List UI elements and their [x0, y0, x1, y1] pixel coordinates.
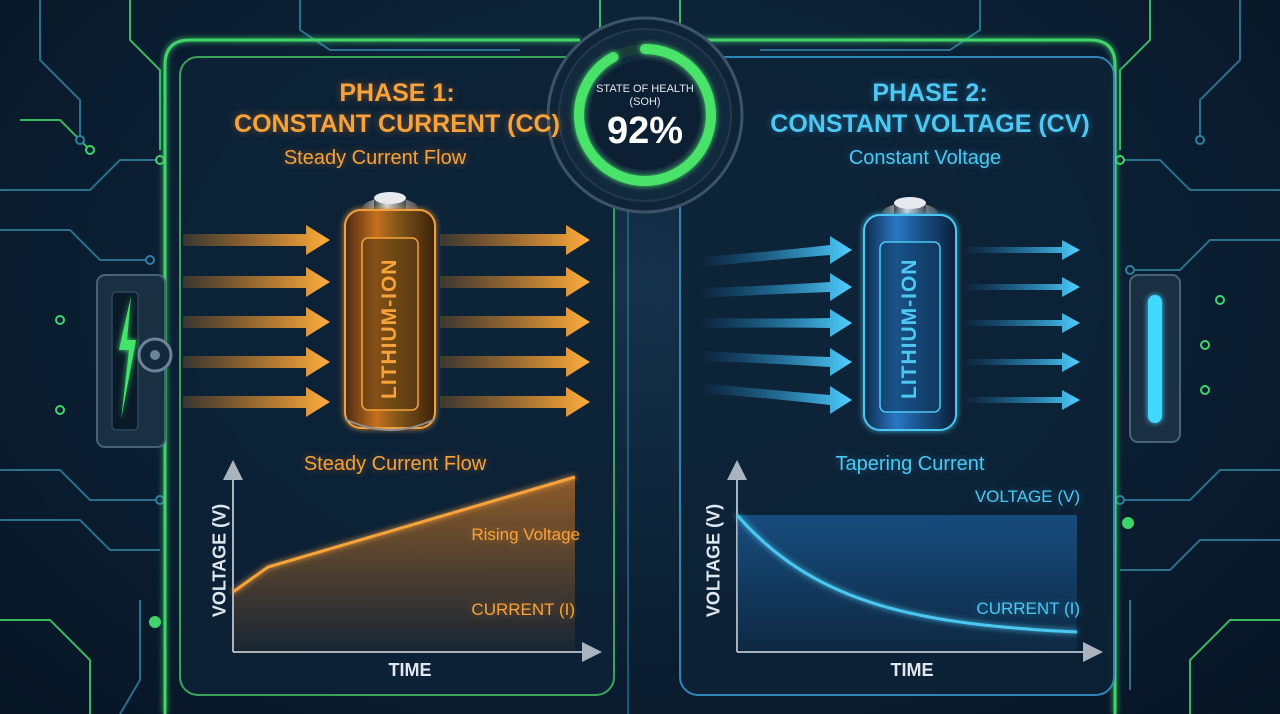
phase1-subtitle: Steady Current Flow — [283, 147, 467, 169]
phase2-title-line1: PHASE 2: — [872, 79, 988, 107]
phase2-arrow — [962, 240, 1080, 260]
phase2-arrow — [700, 348, 852, 376]
phase1-arrow — [183, 347, 330, 377]
phase2-arrow — [962, 277, 1080, 297]
phase2-arrows — [700, 236, 1080, 414]
left-charge-module — [96, 274, 173, 448]
phase2-area-fill — [737, 515, 1077, 652]
phase1-x-axis-label: TIME — [388, 660, 432, 680]
phase2-battery-label: LITHIUM-ION — [898, 258, 921, 399]
phase2-arrow — [700, 236, 852, 267]
phase1-arrow — [440, 387, 590, 417]
outer-frame-left — [163, 38, 580, 714]
phase1-arrow — [183, 307, 330, 337]
phase2-x-axis-label: TIME — [890, 660, 934, 680]
phase1-voltage-line — [232, 475, 576, 594]
phase1-chart — [223, 460, 602, 662]
phase2-battery — [863, 197, 957, 431]
phase2-current-label: CURRENT (I) — [976, 599, 1080, 618]
outer-frame-right — [700, 38, 1117, 714]
phase1-arrow — [440, 307, 590, 337]
phase1-battery — [344, 192, 436, 431]
phase2-arrow — [700, 273, 852, 301]
phase1-area-fill — [233, 477, 575, 652]
phase1-arrow — [440, 225, 590, 255]
phase2-graph-caption: Tapering Current — [835, 453, 985, 475]
phase1-battery-label: LITHIUM-ION — [378, 258, 401, 399]
phase2-arrow — [962, 313, 1080, 333]
phase1-arrows — [183, 225, 590, 417]
phase1-arrow — [440, 347, 590, 377]
soh-gauge — [546, 16, 744, 214]
phase1-title: PHASE 1: CONSTANT CURRENT (CC) — [180, 78, 614, 140]
phase1-arrow — [183, 387, 330, 417]
phase1-voltage-label: Rising Voltage — [471, 525, 580, 544]
phase1-current-label: CURRENT (I) — [471, 600, 575, 619]
phase2-voltage-label: VOLTAGE (V) — [974, 487, 1080, 506]
phase2-arrow — [962, 352, 1080, 372]
phase2-chart — [727, 460, 1103, 662]
phase1-arrow — [183, 267, 330, 297]
phase1-title-line1: PHASE 1: — [339, 79, 455, 107]
phase1-graph-caption: Steady Current Flow — [303, 453, 487, 475]
phase2-arrow — [700, 383, 852, 414]
phase2-title: PHASE 2: CONSTANT VOLTAGE (CV) — [700, 78, 1160, 140]
phase2-current-line — [735, 513, 1078, 634]
phase2-subtitle: Constant Voltage — [848, 147, 1002, 169]
phase2-y-axis-label: VOLTAGE (V) — [703, 503, 724, 618]
phase1-title-line2: CONSTANT CURRENT (CC) — [234, 110, 560, 138]
phase1-y-axis-label: VOLTAGE (V) — [209, 503, 230, 618]
soh-caption: STATE OF HEALTH (SOH) — [596, 83, 694, 108]
phase1-arrow — [183, 225, 330, 255]
soh-arc — [574, 44, 716, 186]
phase1-arrow — [440, 267, 590, 297]
charge-indicator-icon — [1148, 295, 1162, 423]
phase2-title-line2: CONSTANT VOLTAGE (CV) — [770, 110, 1090, 138]
soh-value: 92% — [606, 110, 684, 152]
lightning-bolt-icon — [119, 296, 136, 420]
phase2-arrow — [700, 309, 852, 337]
phase2-arrow — [962, 390, 1080, 410]
